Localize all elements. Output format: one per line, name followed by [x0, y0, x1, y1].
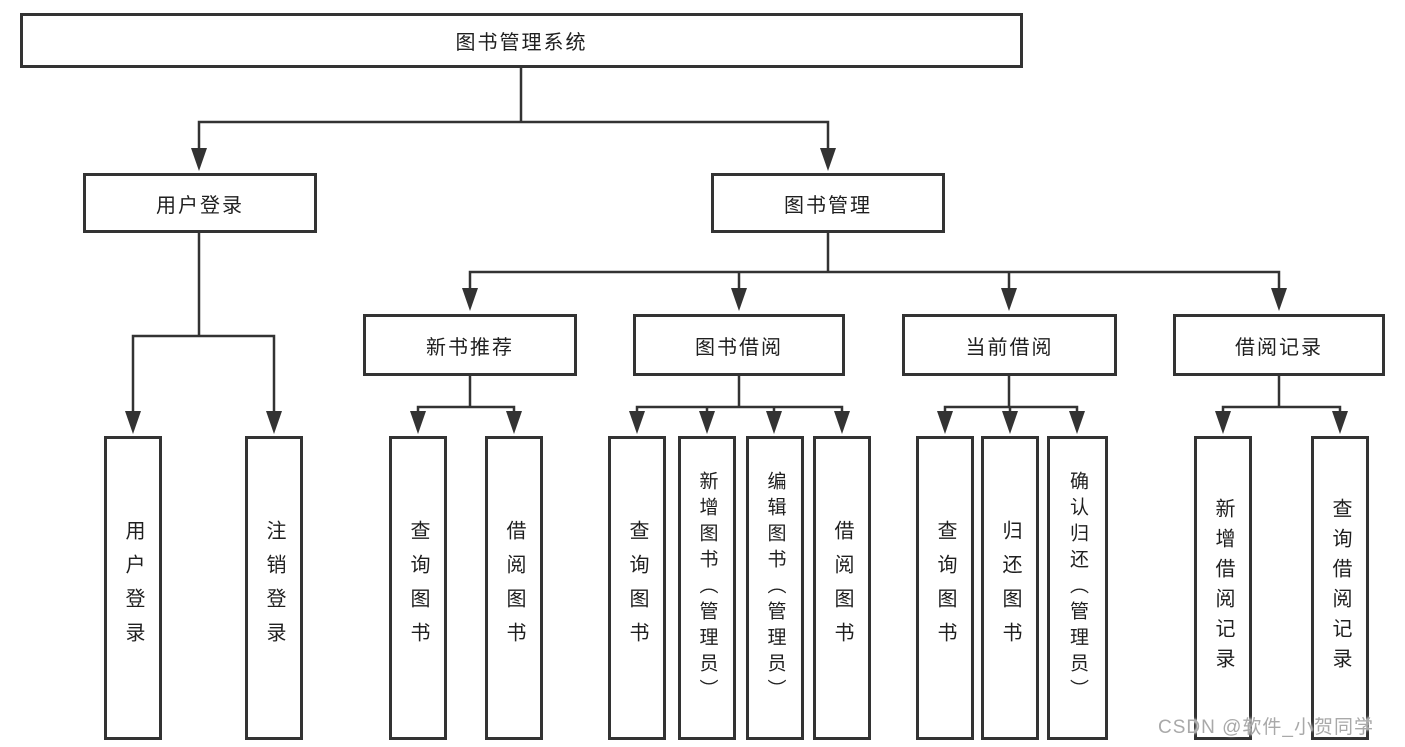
leaf-borrow-books-1: 借阅图书: [485, 436, 543, 740]
csdn-watermark: CSDN @软件_小贺同学: [1158, 717, 1374, 738]
leaf-confirm-return-admin: 确认归还（管理员）: [1047, 436, 1108, 740]
leaf-label: 查询图书: [626, 520, 648, 656]
leaf-label: 用户登录: [122, 520, 144, 656]
leaf-label: 新增借阅记录: [1212, 498, 1234, 678]
node-current-borrow: 当前借阅: [902, 314, 1117, 376]
leaf-add-books-admin: 新增图书（管理员）: [678, 436, 736, 740]
leaf-label: 查询借阅记录: [1329, 498, 1351, 678]
leaf-query-books-1: 查询图书: [389, 436, 447, 740]
node-label: 图书管理: [784, 194, 872, 217]
node-new-book-recommend: 新书推荐: [363, 314, 577, 376]
leaf-query-books-3: 查询图书: [916, 436, 974, 740]
leaf-label: 新增图书（管理员）: [696, 471, 718, 705]
leaf-borrow-books-2: 借阅图书: [813, 436, 871, 740]
node-label: 图书管理系统: [455, 32, 588, 54]
leaf-query-borrow-record: 查询借阅记录: [1311, 436, 1369, 740]
node-root-system: 图书管理系统: [20, 13, 1023, 68]
leaf-edit-books-admin: 编辑图书（管理员）: [746, 436, 804, 740]
leaf-label: 注销登录: [263, 520, 285, 656]
node-label: 图书借阅: [695, 336, 783, 359]
leaf-query-books-2: 查询图书: [608, 436, 666, 740]
leaf-label: 借阅图书: [831, 520, 853, 656]
node-label: 借阅记录: [1235, 336, 1323, 359]
node-label: 用户登录: [156, 194, 244, 217]
arrowheads: [125, 148, 1348, 434]
leaf-return-books: 归还图书: [981, 436, 1039, 740]
leaf-label: 归还图书: [999, 520, 1021, 656]
leaf-label: 查询图书: [934, 520, 956, 656]
leaf-add-borrow-record: 新增借阅记录: [1194, 436, 1252, 740]
node-label: 当前借阅: [965, 336, 1054, 359]
node-label: 新书推荐: [426, 336, 514, 359]
node-borrow-records: 借阅记录: [1173, 314, 1385, 376]
leaf-label: 编辑图书（管理员）: [764, 471, 786, 705]
node-book-management: 图书管理: [711, 173, 945, 233]
leaf-label: 确认归还（管理员）: [1067, 471, 1088, 705]
node-book-borrow: 图书借阅: [633, 314, 845, 376]
leaf-logout: 注销登录: [245, 436, 303, 740]
leaf-label: 查询图书: [407, 520, 429, 656]
node-user-login: 用户登录: [83, 173, 317, 233]
leaf-label: 借阅图书: [503, 520, 525, 656]
leaf-user-login: 用户登录: [104, 436, 162, 740]
